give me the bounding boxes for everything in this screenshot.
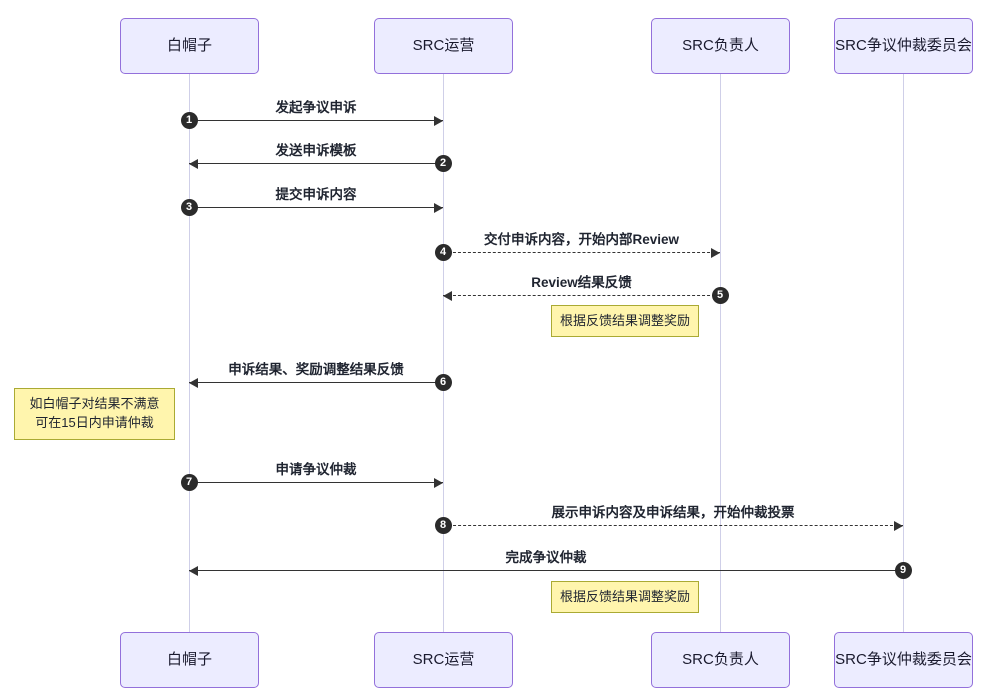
participant-label: SRC争议仲裁委员会	[835, 651, 972, 668]
participant-label: SRC负责人	[682, 37, 759, 54]
sequence-badge-9: 9	[894, 561, 912, 579]
message-label-4: 交付申诉内容，开始内部Review	[483, 232, 680, 247]
participant-label: SRC运营	[412, 651, 475, 668]
message-arrowhead-4	[711, 247, 720, 258]
message-arrowhead-1	[434, 115, 443, 126]
message-label-6: 申诉结果、奖励调整结果反馈	[228, 362, 404, 377]
sequence-badge-3: 3	[180, 198, 198, 216]
message-arrowhead-2	[189, 158, 198, 169]
note-line: 可在15日内申请仲裁	[35, 415, 154, 430]
sequence-badge-7: 7	[180, 473, 198, 491]
sequence-badge-8: 8	[434, 516, 452, 534]
message-line-2	[189, 163, 443, 164]
note-adjust-reward-1: 根据反馈结果调整奖励	[551, 305, 699, 337]
sequence-badge-4: 4	[434, 243, 452, 261]
note-line: 如白帽子对结果不满意	[29, 396, 160, 412]
message-line-3	[189, 207, 443, 208]
message-label-3: 提交申诉内容	[275, 187, 357, 202]
participant-label: SRC运营	[412, 37, 475, 54]
participant-bottom-src_ops[interactable]: SRC运营	[374, 632, 513, 688]
message-arrowhead-6	[189, 377, 198, 388]
message-line-6	[189, 382, 443, 383]
participant-bottom-hacker[interactable]: 白帽子	[120, 632, 259, 688]
lifeline-src_ops	[443, 74, 444, 632]
participant-bottom-src_owner[interactable]: SRC负责人	[651, 632, 790, 688]
message-arrowhead-5	[443, 290, 452, 301]
message-arrowhead-9	[189, 565, 198, 576]
participant-top-src_ops[interactable]: SRC运营	[374, 18, 513, 74]
message-label-5: Review结果反馈	[531, 275, 632, 290]
message-line-4	[443, 252, 720, 253]
participant-top-src_arb[interactable]: SRC争议仲裁委员会	[834, 18, 973, 74]
message-line-7	[189, 482, 443, 483]
message-arrowhead-7	[434, 477, 443, 488]
participant-bottom-src_arb[interactable]: SRC争议仲裁委员会	[834, 632, 973, 688]
message-arrowhead-3	[434, 202, 443, 213]
participant-label: SRC争议仲裁委员会	[835, 37, 972, 54]
lifeline-src_arb	[903, 74, 904, 632]
message-label-2: 发送申诉模板	[275, 143, 357, 158]
sequence-badge-1: 1	[180, 111, 198, 129]
message-label-1: 发起争议申诉	[275, 100, 357, 115]
message-label-8: 展示申诉内容及申诉结果，开始仲裁投票	[551, 505, 795, 520]
message-arrowhead-8	[894, 520, 903, 531]
participant-label: 白帽子	[166, 651, 212, 668]
sequence-badge-2: 2	[434, 154, 452, 172]
sequence-badge-6: 6	[434, 373, 452, 391]
note-arbitration-window: 如白帽子对结果不满意可在15日内申请仲裁	[14, 388, 175, 440]
participant-label: 白帽子	[166, 37, 212, 54]
message-line-1	[189, 120, 443, 121]
message-label-9: 完成争议仲裁	[505, 550, 587, 565]
message-label-7: 申请争议仲裁	[275, 462, 357, 477]
message-line-8	[443, 525, 903, 526]
note-line: 根据反馈结果调整奖励	[560, 312, 691, 328]
participant-label: SRC负责人	[682, 651, 759, 668]
participant-top-src_owner[interactable]: SRC负责人	[651, 18, 790, 74]
sequence-badge-5: 5	[711, 286, 729, 304]
note-line: 根据反馈结果调整奖励	[560, 588, 691, 604]
lifeline-hacker	[189, 74, 190, 632]
lifeline-src_owner	[720, 74, 721, 632]
participant-top-hacker[interactable]: 白帽子	[120, 18, 259, 74]
note-adjust-reward-2: 根据反馈结果调整奖励	[551, 581, 699, 613]
message-line-9	[189, 570, 903, 571]
message-line-5	[443, 295, 720, 296]
